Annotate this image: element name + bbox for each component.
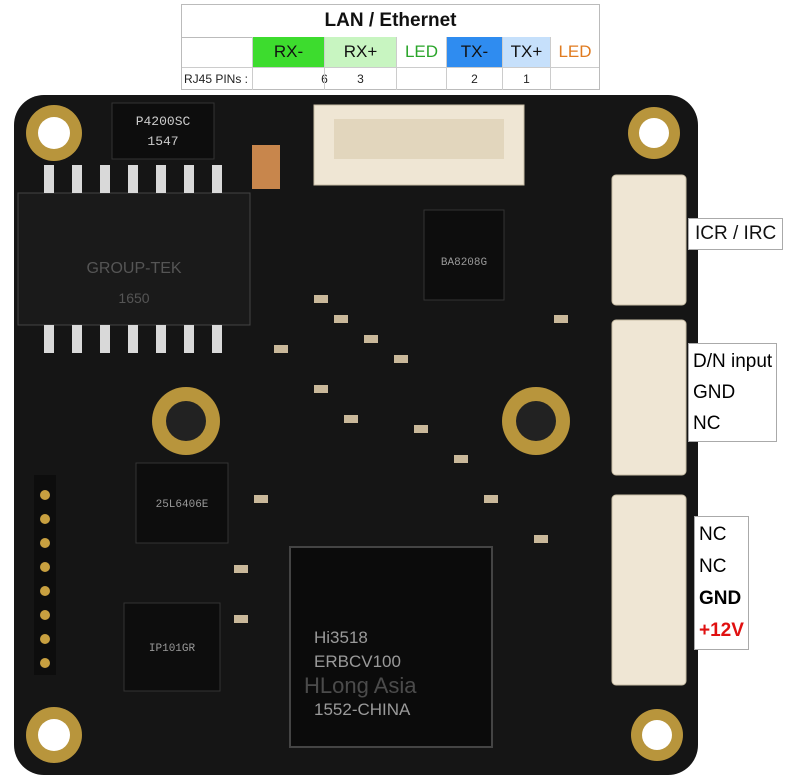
watermark: HLong Asia (304, 673, 417, 698)
smd-components (234, 295, 568, 623)
power-label-box: NC NC GND +12V (694, 516, 749, 650)
lens-hole-right-center (516, 401, 556, 441)
power-gnd-label: GND (699, 588, 742, 609)
magnetics-code: 1650 (118, 290, 149, 306)
power-nc1-label: NC (699, 524, 727, 545)
tantalum-capacitor (252, 145, 280, 189)
soc-hi3518 (289, 546, 493, 748)
icr-label-box: ICR / IRC (688, 218, 784, 250)
power-labels: NC NC GND +12V (695, 517, 748, 649)
left-header-pads (40, 490, 50, 668)
lan-signal-row: RX- RX+ LED TX- TX+ LED (182, 37, 599, 67)
lan-signal-tx-minus: TX- (446, 37, 502, 67)
lan-signal-rx-minus: RX- (252, 37, 324, 67)
mounting-hole-bl-center (38, 719, 70, 751)
power-connector (611, 494, 687, 686)
lan-empty-cell (182, 37, 252, 67)
soc-label-2: ERBCV100 (314, 652, 401, 671)
lan-signal-led-green: LED (396, 37, 446, 67)
magnetics-pins (44, 165, 222, 353)
lan-signal-led-orange: LED (550, 37, 599, 67)
rj45-pin-tx-minus: 2 (446, 68, 502, 90)
soc-label-3: 1552-CHINA (314, 700, 411, 719)
rj45-pin-led-orange (550, 68, 599, 90)
power-12v-label: +12V (699, 620, 744, 641)
rj45-pins-label: RJ45 PINs : (184, 72, 249, 86)
ic-p4200sc-label: P4200SC (136, 114, 191, 129)
ic-phy-label: IP101GR (149, 643, 196, 655)
dn-connector (611, 319, 687, 476)
left-header (34, 475, 56, 675)
rj45-pin-rx-plus: 3 (324, 68, 396, 90)
icr-label: ICR / IRC (689, 219, 783, 249)
mounting-hole-tr-center (639, 118, 669, 148)
lan-signal-rx-plus: RX+ (324, 37, 396, 67)
rj45-pins-row: RJ45 PINs : 6 3 2 1 (182, 67, 599, 90)
ic-p4200sc (111, 102, 215, 160)
top-connector-slot (334, 119, 504, 159)
power-nc2-label: NC (699, 556, 727, 577)
lan-table-title: LAN / Ethernet (182, 5, 599, 38)
ic-p4200sc-code: 1547 (147, 134, 178, 149)
soc-label-1: Hi3518 (314, 628, 368, 647)
lan-signal-tx-plus: TX+ (502, 37, 550, 67)
rj45-pin-tx-plus: 1 (502, 68, 550, 90)
ic-ba8208g (423, 209, 505, 301)
icr-connector (611, 174, 687, 306)
magnetics-label: GROUP-TEK (86, 260, 181, 277)
dn-nc-label: NC (693, 413, 721, 434)
ic-phy (123, 602, 221, 692)
dn-label-box: D/N input GND NC (688, 343, 778, 442)
lan-ethernet-table: LAN / Ethernet RX- RX+ LED TX- TX+ LED R… (181, 4, 600, 90)
dn-labels: D/N input GND NC (689, 344, 776, 441)
ic-flash (135, 462, 229, 544)
ic-flash-label: 25L6406E (156, 499, 209, 511)
camera-pcb-board: P4200SC 1547 GROUP-TEK 1650 BA8208G 25L6… (14, 95, 698, 775)
dn-input-label: D/N input (693, 351, 773, 372)
ic-ba8208g-label: BA8208G (441, 257, 487, 269)
rj45-pin-led-green (396, 68, 446, 90)
dn-gnd-label: GND (693, 382, 736, 403)
mounting-holes (26, 105, 683, 763)
mounting-hole-br-center (642, 720, 672, 750)
mounting-hole-tl-center (38, 117, 70, 149)
lens-hole-left-center (166, 401, 206, 441)
